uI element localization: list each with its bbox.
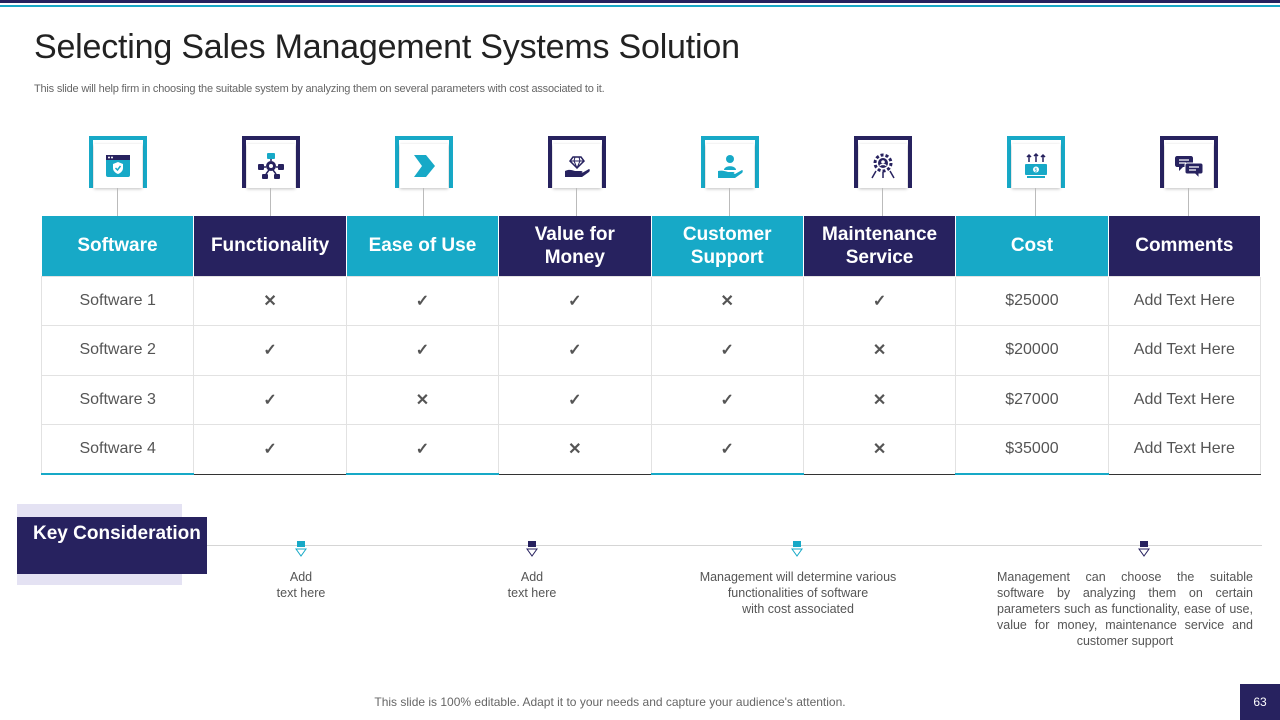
cell-software: Software 3 (40, 374, 195, 425)
timeline-marker-2 (526, 541, 538, 557)
cell-ease-of-use: ✓ (345, 424, 500, 475)
header-comments: Comments (1108, 216, 1262, 276)
cell-customer-support: ✕ (650, 275, 804, 326)
cell-comments: Add Text Here (1107, 424, 1262, 475)
cell-customer-support: ✓ (650, 374, 804, 425)
cell-ease-of-use: ✓ (345, 275, 500, 326)
header-ease-of-use: Ease of Use (346, 216, 500, 276)
footer-note: This slide is 100% editable. Adapt it to… (374, 695, 846, 709)
timeline-marker-4 (1138, 541, 1150, 557)
cell-maintenance-service: ✕ (802, 325, 957, 376)
header-software: Software (41, 216, 195, 276)
cell-comments: Add Text Here (1107, 325, 1262, 376)
cell-value-for-money: ✓ (498, 374, 652, 425)
customer-support-icon (706, 144, 754, 188)
cell-cost: $35000 (955, 424, 1109, 475)
icon-column-software (89, 136, 149, 216)
page-number: 63 (1240, 684, 1280, 720)
cell-value-for-money: ✓ (498, 325, 652, 376)
header-value-for-money: Value for Money (498, 216, 652, 276)
cell-cost: $27000 (955, 374, 1109, 425)
cell-cost: $20000 (955, 325, 1109, 376)
page-subtitle: This slide will help firm in choosing th… (34, 83, 605, 95)
comparison-table: Software Functionality Ease of Use Value… (40, 216, 1262, 475)
table-header-row: Software Functionality Ease of Use Value… (41, 216, 1262, 276)
timeline-line (207, 545, 1262, 546)
cell-functionality: ✓ (193, 325, 347, 376)
shield-browser-icon (94, 144, 142, 188)
diamond-hand-icon (553, 144, 601, 188)
top-accent-bar (0, 0, 1280, 3)
cell-ease-of-use: ✕ (345, 374, 500, 425)
cell-comments: Add Text Here (1107, 275, 1262, 326)
cell-customer-support: ✓ (650, 325, 804, 376)
header-functionality: Functionality (193, 216, 347, 276)
timeline-point-2: Add text here (507, 570, 557, 600)
cell-value-for-money: ✓ (498, 275, 652, 326)
icon-column-ease-of-use (395, 136, 455, 216)
svg-text:$: $ (1034, 168, 1037, 174)
timeline-point-1: Add text here (276, 570, 326, 600)
header-customer-support: Customer Support (651, 216, 804, 276)
timeline-point-3: Management will determine various functi… (699, 570, 897, 616)
header-cost: Cost (955, 216, 1109, 276)
header-maintenance-service: Maintenance Service (803, 216, 957, 276)
maintenance-gear-icon (859, 144, 907, 188)
icon-column-value-for-money (548, 136, 608, 216)
cell-comments: Add Text Here (1107, 374, 1262, 425)
icon-column-customer-support (701, 136, 761, 216)
cell-software: Software 2 (40, 325, 195, 376)
arrow-right-icon (400, 144, 448, 188)
page-title: Selecting Sales Management Systems Solut… (34, 28, 740, 66)
timeline-marker-3 (791, 541, 803, 557)
timeline-marker-1 (295, 541, 307, 557)
cell-functionality: ✕ (193, 275, 347, 326)
cell-maintenance-service: ✕ (802, 374, 957, 425)
key-consideration-label: Key Consideration (17, 517, 207, 574)
cell-cost: $25000 (955, 275, 1109, 326)
timeline-point-4: Management can choose the suitable softw… (997, 570, 1253, 648)
network-hub-icon (247, 144, 295, 188)
chat-bubbles-icon (1165, 144, 1213, 188)
cost-money-icon: $ (1012, 144, 1060, 188)
icon-column-comments (1160, 136, 1220, 216)
icon-column-maintenance-service (854, 136, 914, 216)
cell-value-for-money: ✕ (498, 424, 652, 475)
cell-functionality: ✓ (193, 424, 347, 475)
icon-column-cost: $ (1007, 136, 1067, 216)
cell-software: Software 4 (40, 424, 195, 475)
cell-maintenance-service: ✕ (802, 424, 957, 475)
cell-software: Software 1 (40, 275, 195, 326)
cell-functionality: ✓ (193, 374, 347, 425)
cell-ease-of-use: ✓ (345, 325, 500, 376)
cell-customer-support: ✓ (650, 424, 804, 475)
top-accent-line (0, 5, 1280, 7)
cell-maintenance-service: ✓ (802, 275, 957, 326)
icon-column-functionality (242, 136, 302, 216)
